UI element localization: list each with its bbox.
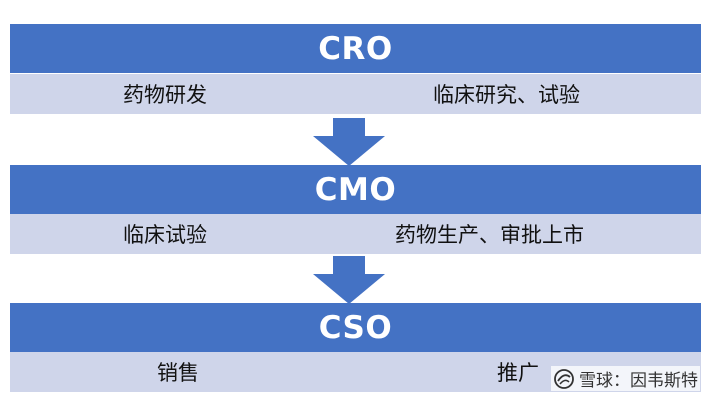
cro-activities: 药物研发 临床研究、试验	[10, 74, 701, 114]
cso-right-activity: 推广	[497, 361, 539, 385]
watermark-text: 雪球：因韦斯特	[579, 371, 698, 391]
cmo-bar: CMO	[10, 165, 701, 214]
snowball-logo-icon	[554, 368, 574, 389]
cmo-activities: 临床试验 药物生产、审批上市	[10, 214, 701, 254]
cmo-left-activity: 临床试验	[123, 223, 207, 247]
cro-right-activity: 临床研究、试验	[433, 83, 580, 107]
cro-bar: CRO	[10, 24, 701, 73]
watermark: 雪球：因韦斯特	[551, 366, 700, 391]
cro-title: CRO	[318, 30, 393, 67]
cso-bar: CSO	[10, 303, 701, 352]
down-arrow-icon	[313, 256, 385, 304]
down-arrow-icon	[313, 118, 385, 166]
cso-left-activity: 销售	[157, 361, 199, 385]
cmo-title: CMO	[314, 171, 397, 208]
cmo-right-activity: 药物生产、审批上市	[395, 223, 584, 247]
cro-left-activity: 药物研发	[123, 83, 207, 107]
cso-title: CSO	[318, 309, 393, 346]
